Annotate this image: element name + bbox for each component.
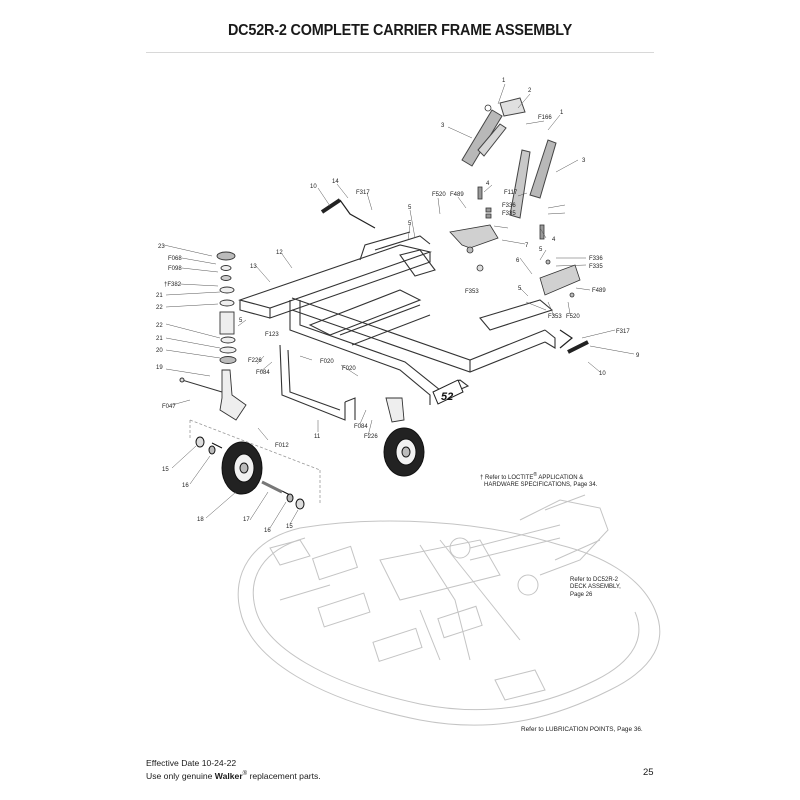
footer: Effective Date 10-24-22 Use only genuine… xyxy=(146,758,321,781)
frame-decal: 52 xyxy=(432,379,464,405)
carrier-frame xyxy=(238,231,556,421)
deck-note-line2: DECK ASSEMBLY, xyxy=(570,584,621,591)
callout: 6 xyxy=(516,258,520,264)
callout: 14 xyxy=(332,179,339,185)
callout: F098 xyxy=(168,266,182,272)
spring-hardware xyxy=(449,104,581,298)
callout: 16 xyxy=(264,528,271,534)
callout: 21 xyxy=(156,336,163,342)
callout: F068 xyxy=(168,256,182,262)
callout: F084 xyxy=(354,424,368,430)
lift-handles xyxy=(320,198,589,354)
callout: 15 xyxy=(162,467,169,473)
callout: †F382 xyxy=(164,282,182,288)
callout: 16 xyxy=(182,483,189,489)
callout: 3 xyxy=(582,158,586,164)
genuine-parts-prefix: Use only genuine xyxy=(146,770,215,781)
callout: 18 xyxy=(197,517,204,523)
loctite-note-line2: HARDWARE SPECIFICATIONS, Page 34. xyxy=(484,482,598,489)
callout: F489 xyxy=(450,192,464,198)
effective-date: Effective Date 10-24-22 xyxy=(146,758,237,768)
callout: 7 xyxy=(525,243,529,249)
callout: 5 xyxy=(518,286,522,292)
callout: 10 xyxy=(310,184,317,190)
callout: 1 xyxy=(502,78,506,84)
callout: 5 xyxy=(408,205,412,211)
callout: 10 xyxy=(599,371,606,377)
callout: 5 xyxy=(408,221,412,227)
callout: F336 xyxy=(502,203,516,209)
callout: F353 xyxy=(465,289,479,295)
callout: 11 xyxy=(314,434,321,440)
deck-note-line1: Refer to DC52R-2 xyxy=(570,577,619,583)
callout: F166 xyxy=(538,115,552,121)
registered-mark: ® xyxy=(533,472,538,478)
callout: 22 xyxy=(156,305,163,311)
callout: F123 xyxy=(265,332,279,338)
callout: F226 xyxy=(248,358,262,364)
callout: 1 xyxy=(560,110,564,116)
callout: 5 xyxy=(239,318,243,324)
callout: F489 xyxy=(592,288,606,294)
callout: F012 xyxy=(275,443,289,449)
callout: 20 xyxy=(156,348,163,354)
callout: F226 xyxy=(364,434,378,440)
callout: 13 xyxy=(250,264,257,270)
callout: F020 xyxy=(320,359,334,365)
callout: F353 xyxy=(548,314,562,320)
callout: F335 xyxy=(589,264,603,270)
callout: 3 xyxy=(441,123,445,129)
deck-note-line3: Page 26 xyxy=(570,591,593,598)
callout: F047 xyxy=(162,404,176,410)
callout: F317 xyxy=(616,329,630,335)
brand-registered-mark: ® xyxy=(242,770,248,777)
callout: F020 xyxy=(342,366,356,372)
lubrication-note: Refer to LUBRICATION POINTS, Page 36. xyxy=(521,726,643,733)
callout: 4 xyxy=(486,181,490,187)
callout: F336 xyxy=(589,256,603,262)
callout: 5 xyxy=(539,247,543,253)
callout-labels: 1 2 3 F166 1 3 4 F489 F520 F117 F336 F33… xyxy=(156,78,640,534)
title-rule xyxy=(146,52,654,53)
deck-assembly-ghost xyxy=(237,494,661,726)
callout: F117 xyxy=(504,190,518,196)
callout: 15 xyxy=(286,524,293,530)
callout: 12 xyxy=(276,250,283,256)
pins xyxy=(179,377,223,393)
callout: 9 xyxy=(636,353,640,359)
page-title: DC52R-2 COMPLETE CARRIER FRAME ASSEMBLY xyxy=(227,22,573,39)
caster-hardware-stack xyxy=(216,251,405,423)
loctite-note-line1: † Refer to LOCTITE xyxy=(480,475,534,481)
callout: 17 xyxy=(243,517,250,523)
callout: 22 xyxy=(156,323,163,329)
genuine-parts-suffix: replacement parts. xyxy=(247,770,321,781)
callout: F317 xyxy=(356,190,370,196)
genuine-parts-note: Use only genuine Walker® replacement par… xyxy=(146,769,321,781)
leader-lines xyxy=(163,83,635,529)
deck-assembly-note: Refer to DC52R-2 DECK ASSEMBLY, Page 26 xyxy=(570,577,621,599)
page-number: 25 xyxy=(643,767,654,778)
callout: F084 xyxy=(256,370,270,376)
callout: 23 xyxy=(158,244,165,250)
callout: 2 xyxy=(528,88,532,94)
brand-name: Walker xyxy=(214,770,243,781)
loctite-note-line1b: APPLICATION & xyxy=(537,475,584,481)
caster-wheels xyxy=(189,419,425,510)
frame-decal-number: 52 xyxy=(441,391,453,403)
callout: 21 xyxy=(156,293,163,299)
callout: F335 xyxy=(502,211,516,217)
callout: F520 xyxy=(566,314,580,320)
springs xyxy=(461,97,557,219)
loctite-note: † Refer to LOCTITE® APPLICATION & HARDWA… xyxy=(480,472,597,490)
callout: F520 xyxy=(432,192,446,198)
callout: 19 xyxy=(156,365,163,371)
callout: 4 xyxy=(552,237,556,243)
